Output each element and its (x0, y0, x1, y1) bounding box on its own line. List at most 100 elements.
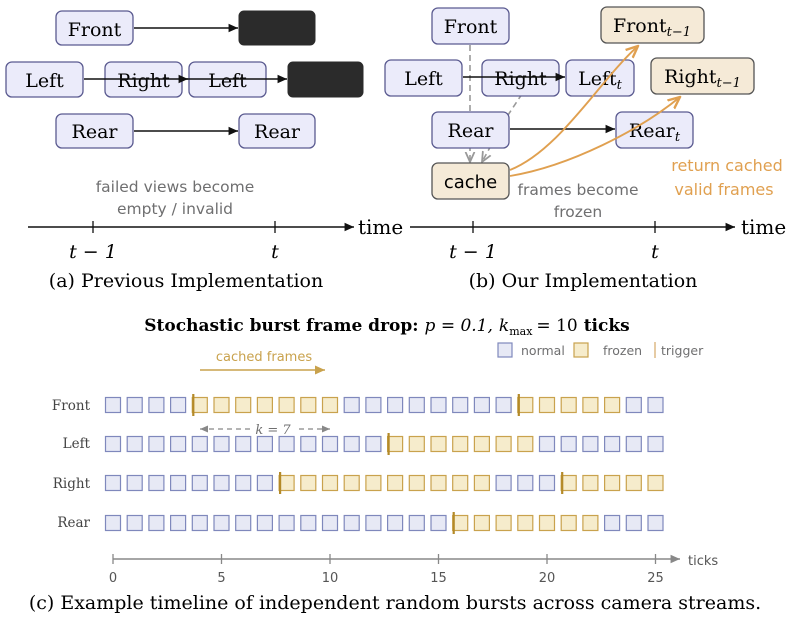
cell-right-8-frozen (278, 474, 295, 492)
legend-normal-label: normal (521, 343, 565, 358)
rear-box-b (431, 111, 510, 149)
cell-front-12-normal (365, 396, 382, 414)
cell-rear-0-normal (104, 514, 122, 532)
right-label: Right (117, 70, 170, 92)
cell-front-4-frozen (191, 396, 208, 414)
cell-front-8-frozen (278, 396, 295, 414)
cell-right-2-normal (148, 474, 165, 492)
cell-right-6-normal (235, 474, 252, 492)
k-label-background (251, 421, 295, 437)
return-note-line1: return cached (671, 156, 783, 175)
cell-right-3-normal (170, 474, 187, 492)
legend-normal-swatch (497, 342, 513, 358)
tick-label-tm1-b: t − 1 (449, 241, 497, 263)
cell-right-5-normal (213, 474, 230, 492)
cell-rear-24-normal (625, 514, 642, 532)
cell-left-9-normal (300, 435, 317, 453)
cell-right-25-frozen (647, 474, 664, 492)
cell-left-15-frozen (430, 435, 447, 453)
front-cached-label: Frontt−1 (613, 15, 691, 40)
axis-tick-label-0: 0 (109, 571, 117, 586)
cell-left-24-normal (625, 435, 642, 453)
left-label-b: Left (404, 68, 443, 90)
cell-rear-19-frozen (517, 514, 534, 532)
cell-right-4-normal (191, 474, 208, 492)
cell-right-24-frozen (625, 474, 642, 492)
cell-left-2-normal (148, 435, 165, 453)
cell-right-23-frozen (603, 474, 621, 492)
rear-t-label: Reart (629, 120, 681, 145)
cell-rear-12-normal (365, 514, 382, 532)
rear-t-box (615, 111, 694, 149)
cell-rear-16-frozen (452, 514, 469, 532)
legend-trigger-label: trigger (661, 343, 704, 358)
front-label-b: Front (444, 16, 498, 38)
cell-right-7-normal (256, 474, 273, 492)
left-output-label: Left (208, 70, 247, 92)
cell-rear-6-normal (235, 514, 252, 532)
cell-front-25-normal (647, 396, 664, 414)
timeline-cells (104, 394, 664, 534)
panel-c: Stochastic burst frame drop:p = 0.1,kmax… (29, 316, 761, 614)
axis-tick-label-25: 25 (647, 571, 664, 586)
caption-c: (c) Example timeline of independent rand… (29, 592, 761, 614)
cell-rear-7-normal (256, 514, 273, 532)
cell-front-7-frozen (256, 396, 273, 414)
cell-left-5-normal (213, 435, 230, 453)
rear-label-b: Rear (448, 120, 495, 142)
cell-left-25-normal (647, 435, 664, 453)
cached-frames-label: cached frames (216, 350, 312, 365)
rear-label: Rear (72, 121, 119, 143)
cell-front-5-frozen (213, 396, 230, 414)
cell-rear-14-normal (408, 514, 425, 532)
cell-front-1-normal (126, 396, 143, 414)
cell-rear-10-normal (321, 514, 339, 532)
cell-rear-13-normal (387, 514, 404, 532)
cell-front-15-normal (430, 396, 447, 414)
cell-rear-4-normal (191, 514, 208, 532)
return-front-arrow (509, 46, 638, 171)
tick-label-tm1-a: t − 1 (69, 241, 117, 263)
front-box-b (431, 7, 510, 45)
cell-right-9-frozen (300, 474, 317, 492)
cell-left-17-frozen (473, 435, 490, 453)
left-t-label: Leftt (578, 68, 623, 93)
cell-front-3-normal (170, 396, 187, 414)
failed-note-line2: empty / invalid (117, 200, 233, 218)
cell-front-17-normal (473, 396, 490, 414)
frozen-note-line1: frames become (518, 181, 639, 199)
cell-right-10-frozen (321, 474, 339, 492)
rear-output-label: Rear (254, 121, 301, 143)
row-label-front: Front (52, 398, 91, 414)
cell-right-11-frozen (343, 474, 360, 492)
axis-tick-label-20: 20 (539, 571, 556, 586)
cell-left-1-normal (126, 435, 143, 453)
cell-right-1-normal (126, 474, 143, 492)
cell-front-11-normal (343, 396, 360, 414)
cell-left-0-normal (104, 435, 122, 453)
caption-b: (b) Our Implementation (469, 270, 698, 292)
cell-left-10-normal (321, 435, 339, 453)
cell-rear-17-frozen (473, 514, 490, 532)
cell-right-16-frozen (452, 474, 469, 492)
cell-right-21-frozen (560, 474, 577, 492)
cell-left-4-normal (191, 435, 208, 453)
front-cached-box (600, 6, 705, 44)
cell-rear-9-normal (300, 514, 317, 532)
cell-front-16-normal (452, 396, 469, 414)
cell-front-23-frozen (603, 396, 621, 414)
tick-label-t-a: t (271, 241, 279, 263)
time-label-b: time (741, 215, 786, 239)
return-right-arrow (509, 97, 680, 177)
cell-right-17-frozen (473, 474, 490, 492)
row-label-left: Left (63, 436, 91, 452)
right-cached-label: Rightt−1 (664, 66, 741, 91)
cell-left-3-normal (170, 435, 187, 453)
cell-left-13-frozen (387, 435, 404, 453)
axis-tick-label-10: 10 (322, 571, 339, 586)
cell-left-16-frozen (452, 435, 469, 453)
cell-right-12-frozen (365, 474, 382, 492)
cell-front-2-normal (148, 396, 165, 414)
time-label-a: time (358, 215, 403, 239)
